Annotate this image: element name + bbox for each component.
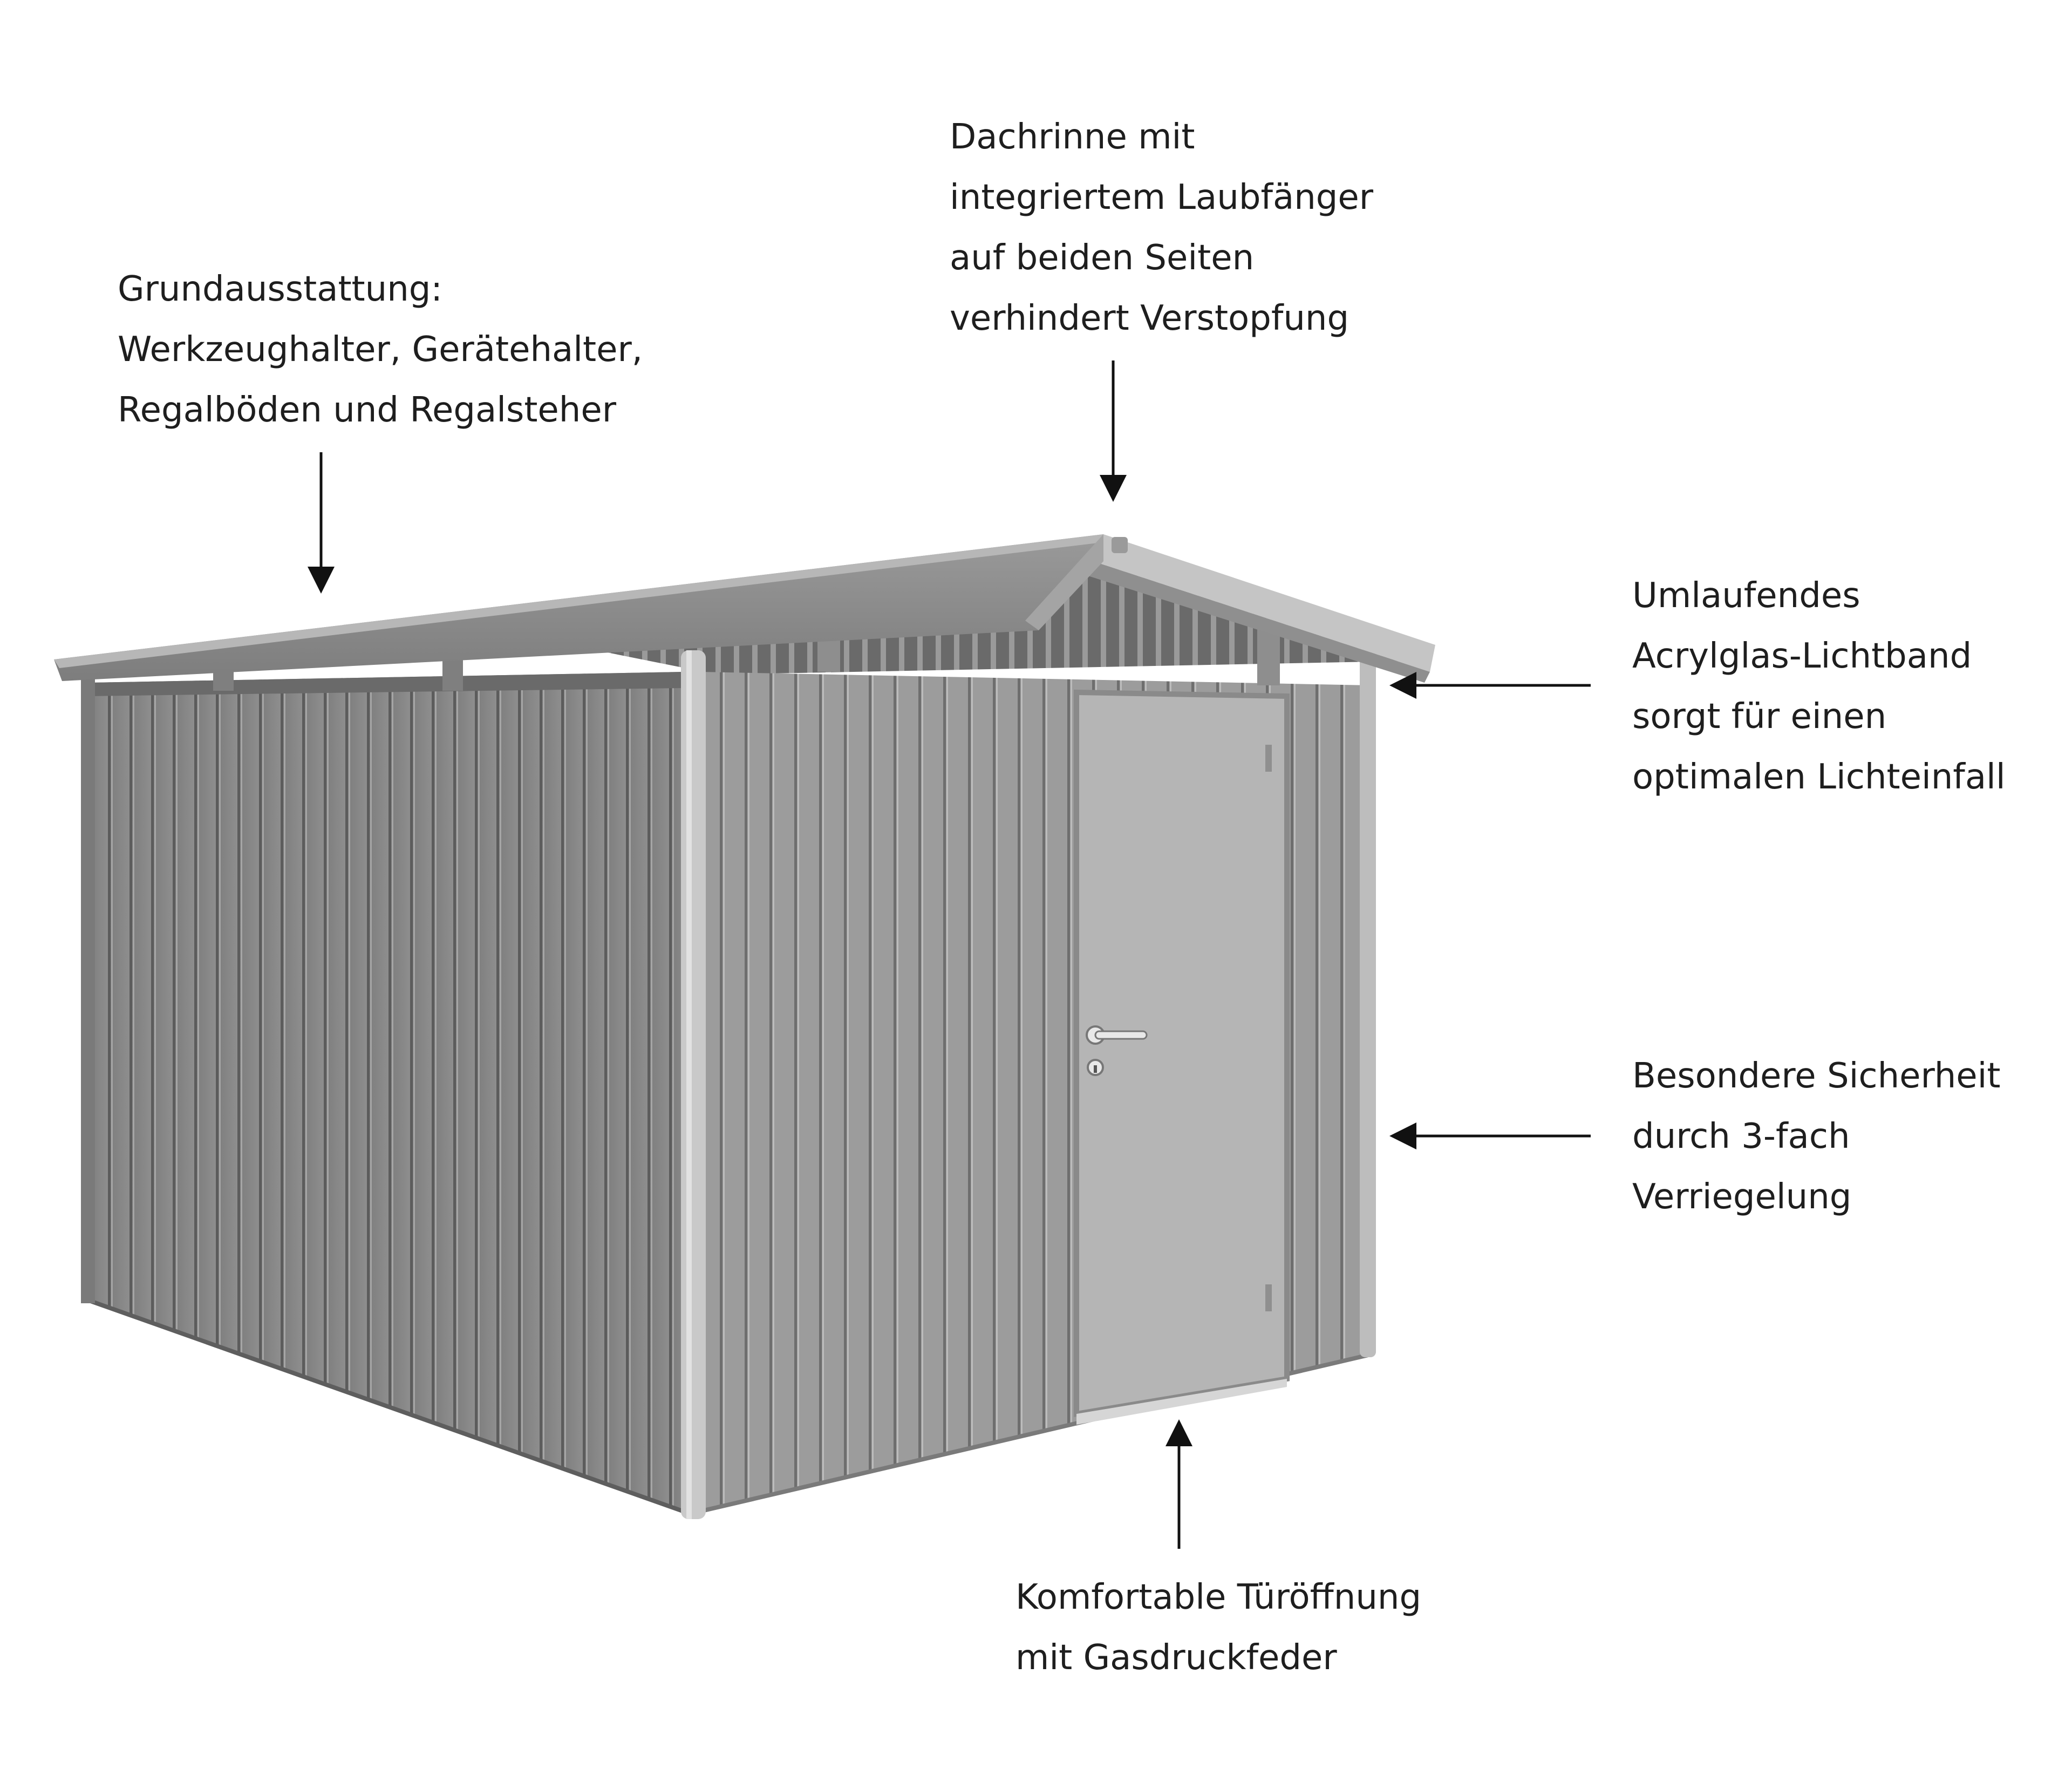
roof (54, 534, 1435, 683)
corner-posts (81, 650, 1376, 1519)
callout-gutter-line-1: Dachrinne mit (950, 117, 1195, 157)
callout-skylight-line-1: Umlaufendes (1632, 576, 1860, 616)
callout-security-line-1: Besondere Sicherheit (1632, 1056, 2001, 1096)
callout-security-line-2: durch 3-fach (1632, 1117, 1850, 1156)
callout-security: Besondere Sicherheit durch 3-fach Verrie… (1632, 1046, 2001, 1227)
callout-door-line-1: Komfortable Türöffnung (1015, 1577, 1422, 1617)
callout-door-line-2: mit Gasdruckfeder (1015, 1638, 1337, 1678)
callout-skylight: Umlaufendes Acrylglas-Lichtband sorgt fü… (1632, 566, 2006, 807)
callout-skylight-line-4: optimalen Lichteinfall (1632, 757, 2006, 797)
door (1074, 689, 1290, 1425)
callout-gutter-line-4: verhindert Verstopfung (950, 298, 1349, 338)
callout-skylight-line-2: Acrylglas-Lichtband (1632, 636, 1972, 676)
callout-security-line-3: Verriegelung (1632, 1177, 1852, 1217)
callout-gutter-line-2: integriertem Laubfänger (950, 178, 1374, 217)
callout-equipment: Grundausstattung: Werkzeughalter, Geräte… (118, 259, 643, 440)
side-wall (88, 672, 684, 1513)
callout-gutter-line-3: auf beiden Seiten (950, 238, 1255, 278)
callout-gutter: Dachrinne mit integriertem Laubfänger au… (950, 107, 1373, 349)
callout-equipment-line-2: Werkzeughalter, Gerätehalter, (118, 330, 643, 370)
callout-equipment-line-3: Regalböden und Regalsteher (118, 390, 617, 430)
callout-arrows (308, 360, 1591, 1549)
callout-door: Komfortable Türöffnung mit Gasdruckfeder (1015, 1567, 1421, 1688)
callout-skylight-line-3: sorgt für einen (1632, 697, 1887, 737)
door-handle (1086, 1025, 1148, 1076)
callout-equipment-line-1: Grundausstattung: (118, 269, 442, 309)
